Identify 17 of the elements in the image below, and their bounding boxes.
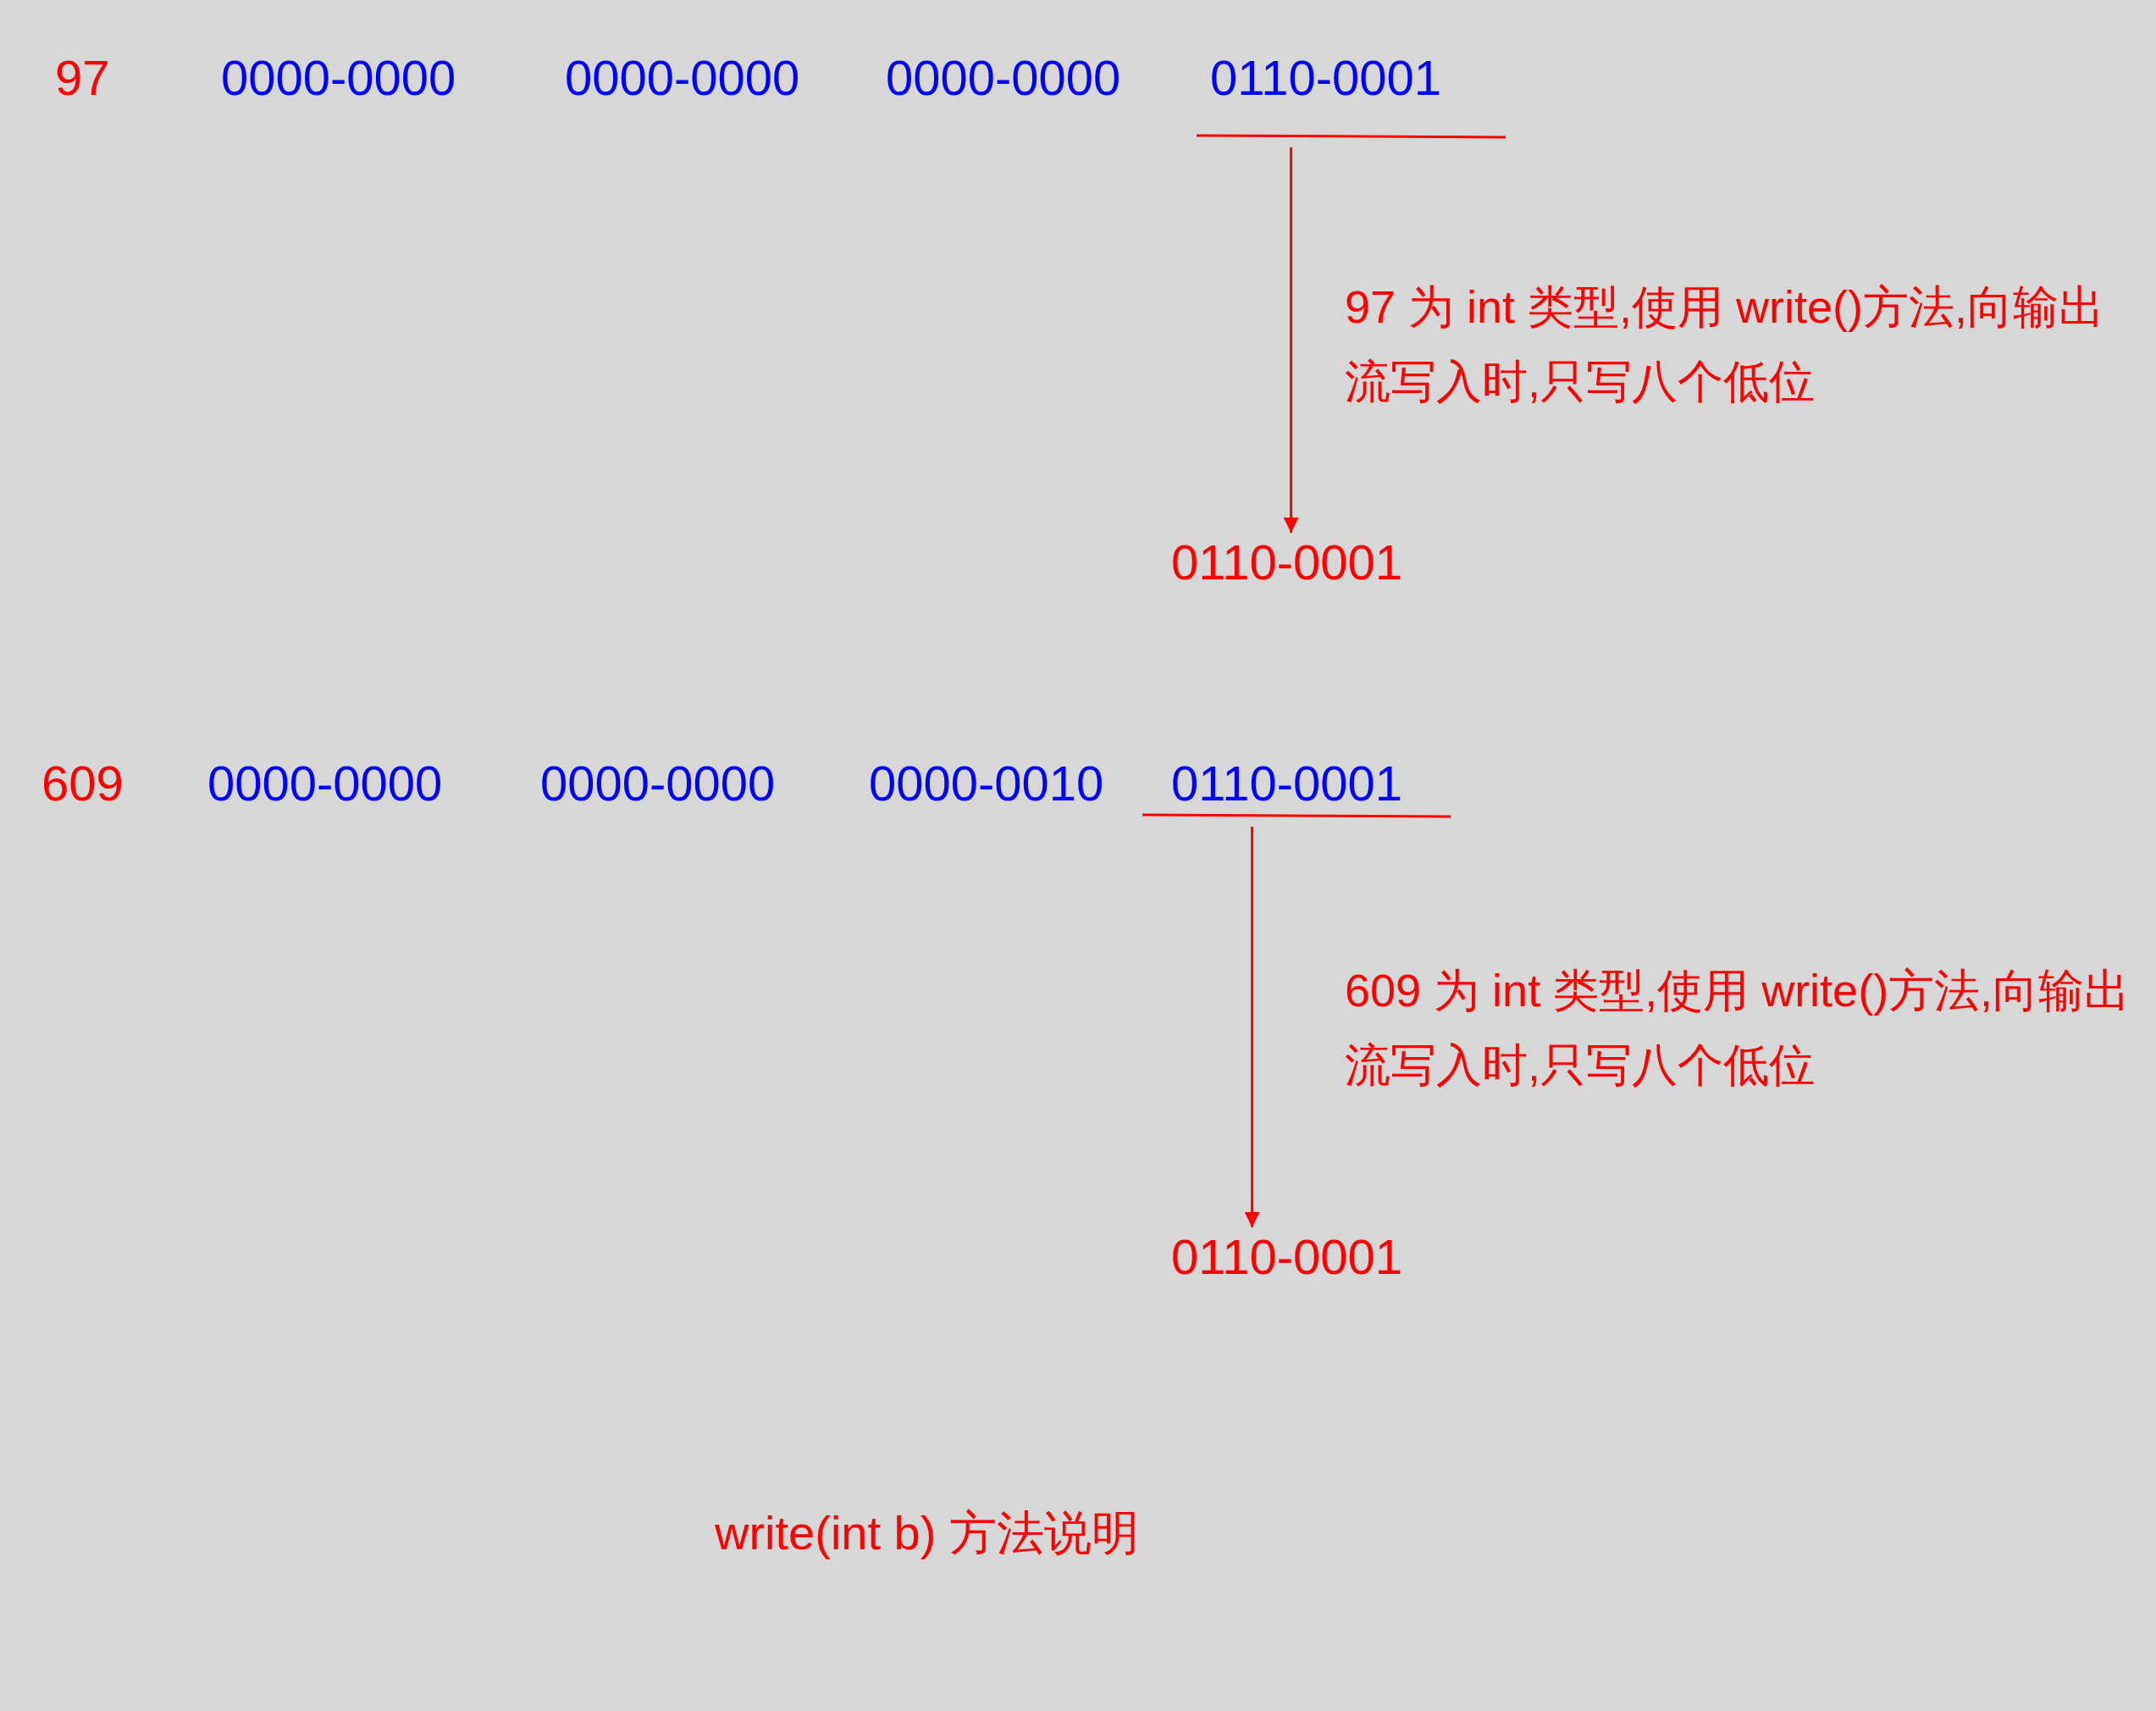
number-label: 609: [41, 755, 124, 812]
caption: write(int b) 方法说明: [715, 1505, 1139, 1561]
binary-group: 0000-0000: [207, 754, 443, 813]
edge-label: 97 为 int 类型,使用 write()方法,向输出流写入时,只写八个低位: [1345, 280, 2106, 408]
result-bits: 0110-0001: [1171, 1229, 1403, 1284]
result-bits: 0110-0001: [1171, 534, 1403, 590]
arrow: [1283, 147, 1299, 533]
binary-group: 0000-0000: [221, 48, 456, 108]
binary-group: 0000-0000: [886, 48, 1121, 108]
edge-label: 609 为 int 类型,使用 write()方法,向输出流写入时,只写八个低位: [1345, 964, 2131, 1092]
arrow: [1244, 827, 1260, 1227]
binary-group: 0110-0001: [1210, 50, 1442, 105]
binary-group: 0000-0000: [565, 48, 800, 108]
binary-group: 0110-0001: [1171, 756, 1403, 811]
binary-group: 0000-0000: [540, 754, 776, 813]
number-label: 97: [55, 49, 110, 107]
binary-group: 0000-0010: [869, 754, 1104, 813]
